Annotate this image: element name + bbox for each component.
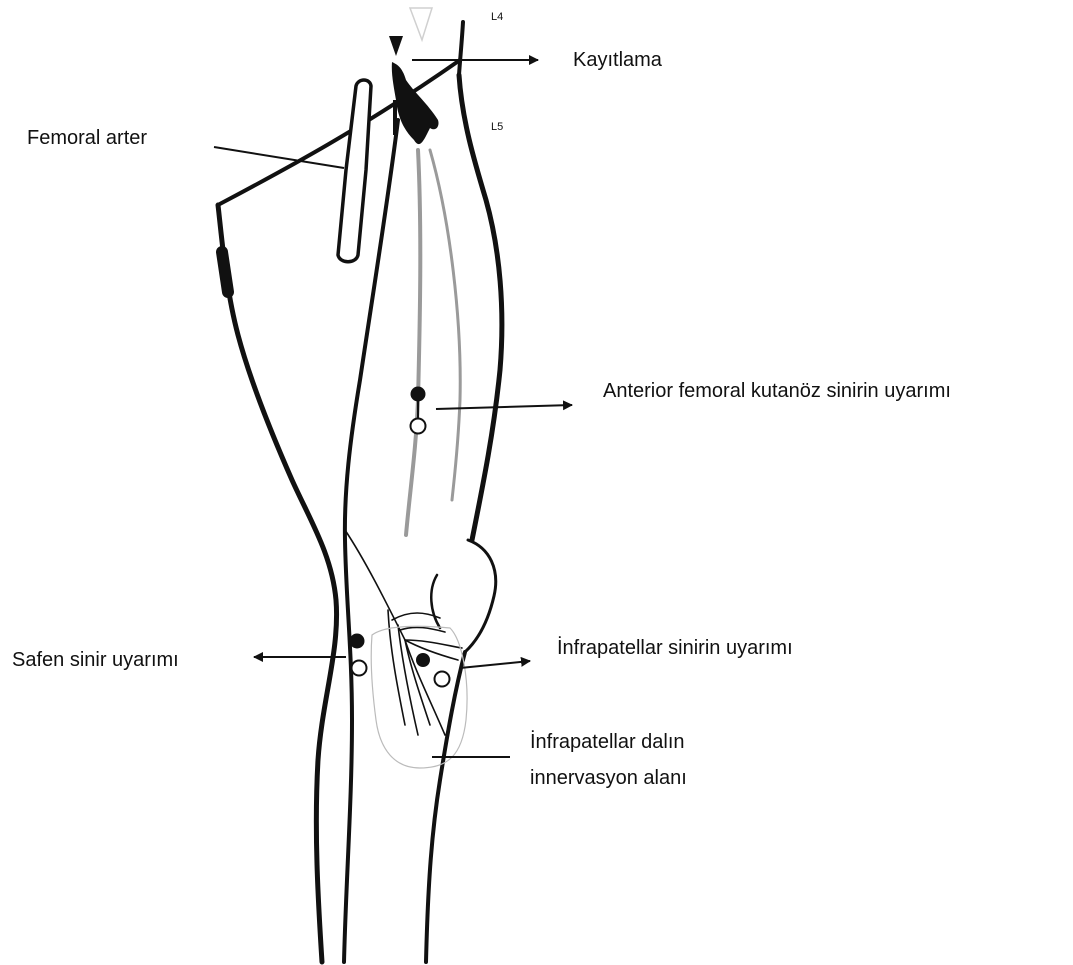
infrapatellar-stim-anode <box>435 672 450 687</box>
label-anterior-femoral-stim: Anterior femoral kutanöz sinirin uyarımı <box>603 379 951 403</box>
label-infrapatellar-area-2: innervasyon alanı <box>530 766 687 790</box>
faint-marker <box>410 8 432 40</box>
femoral-artery-shape <box>338 80 371 262</box>
lower-leg-right-contour <box>426 652 465 962</box>
afcn-nerve-line-1 <box>406 150 420 535</box>
afcn-stim-anode <box>411 419 426 434</box>
femoral-artery-leader <box>214 147 344 168</box>
leg-left-contour <box>218 205 337 962</box>
label-recording: Kayıtlama <box>573 48 662 72</box>
label-infrapatellar-area-1: İnfrapatellar dalın <box>530 730 685 754</box>
thigh-right-top-line <box>459 22 463 75</box>
afcn-arrow <box>436 405 572 409</box>
hip-thick-segment <box>222 252 228 292</box>
saphenous-stim-anode <box>352 661 367 676</box>
leg-right-contour <box>459 75 502 540</box>
infrapatellar-arrow <box>460 661 530 668</box>
recording-block <box>392 62 439 144</box>
label-l4: L4 <box>491 11 503 23</box>
afcn-nerve-line-2 <box>430 150 460 500</box>
label-saphenous-stim: Safen sinir uyarımı <box>12 648 179 672</box>
label-l5: L5 <box>491 121 503 133</box>
patella-inner <box>431 575 440 628</box>
infrapatellar-stim-cathode <box>416 653 430 667</box>
label-femoral-artery: Femoral arter <box>27 126 147 150</box>
afcn-stim-cathode <box>411 387 426 402</box>
label-infrapatellar-stim: İnfrapatellar sinirin uyarımı <box>557 636 793 660</box>
patella-outline <box>465 540 496 652</box>
recording-electrode-arrow <box>389 36 403 56</box>
infrapatellar-branches <box>345 530 462 735</box>
saphenous-stim-cathode <box>350 634 365 649</box>
